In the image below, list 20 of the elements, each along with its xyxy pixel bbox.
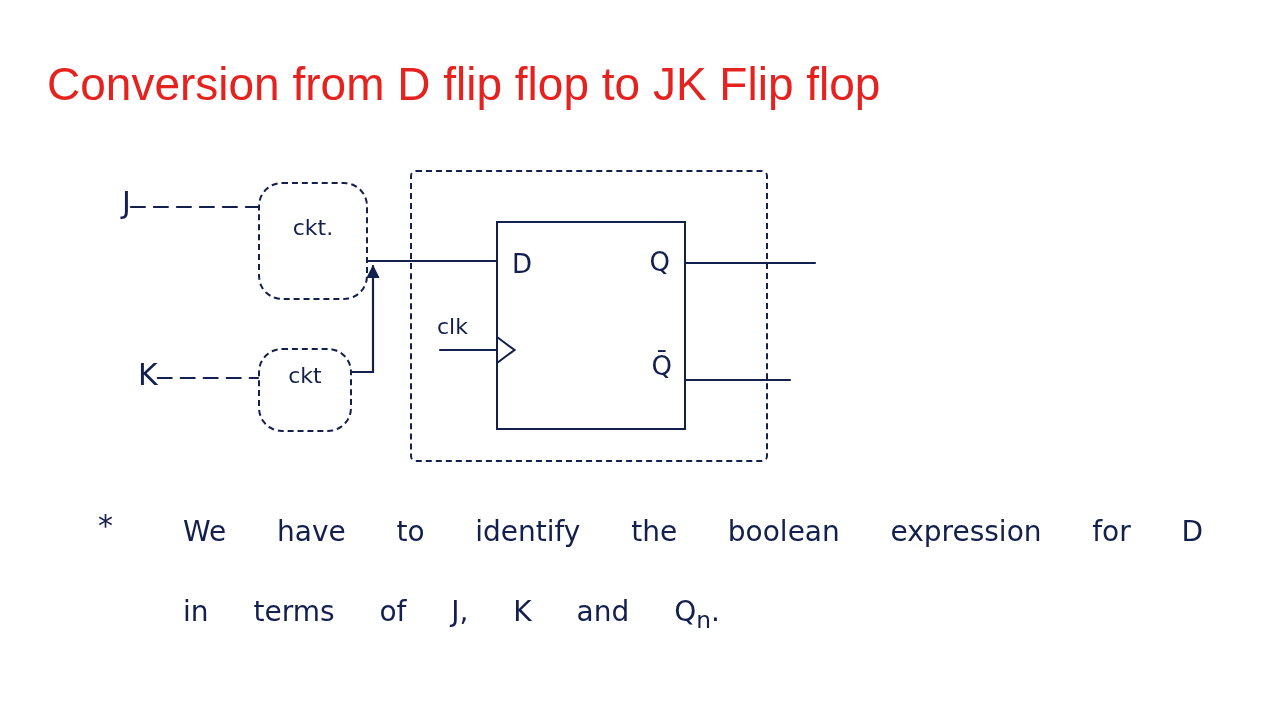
arrow [438, 336, 516, 364]
wire [684, 261, 817, 265]
circuit-block [258, 182, 368, 300]
input-label: K [138, 360, 158, 390]
dashed-wire [129, 205, 260, 209]
flip-flop-block [496, 221, 686, 430]
wire [684, 378, 792, 382]
wire [366, 259, 498, 263]
pin-label: D [512, 249, 533, 281]
asterisk-bullet: * [98, 508, 113, 543]
slide-title: Conversion from D flip flop to JK Flip flop [47, 57, 881, 111]
block-label: ckt. [292, 216, 334, 241]
note-text: We have to identify the boolean expression for D in terms of J, K and Q$_{n}$. [183, 514, 1203, 636]
input-label: J [122, 188, 131, 218]
block-label: ckt [288, 364, 322, 389]
pin-label: Q [649, 247, 670, 279]
arrow [350, 264, 380, 374]
dashed-wire [156, 376, 260, 380]
pin-label: Q̄ [651, 351, 672, 383]
circuit-block [258, 348, 352, 432]
